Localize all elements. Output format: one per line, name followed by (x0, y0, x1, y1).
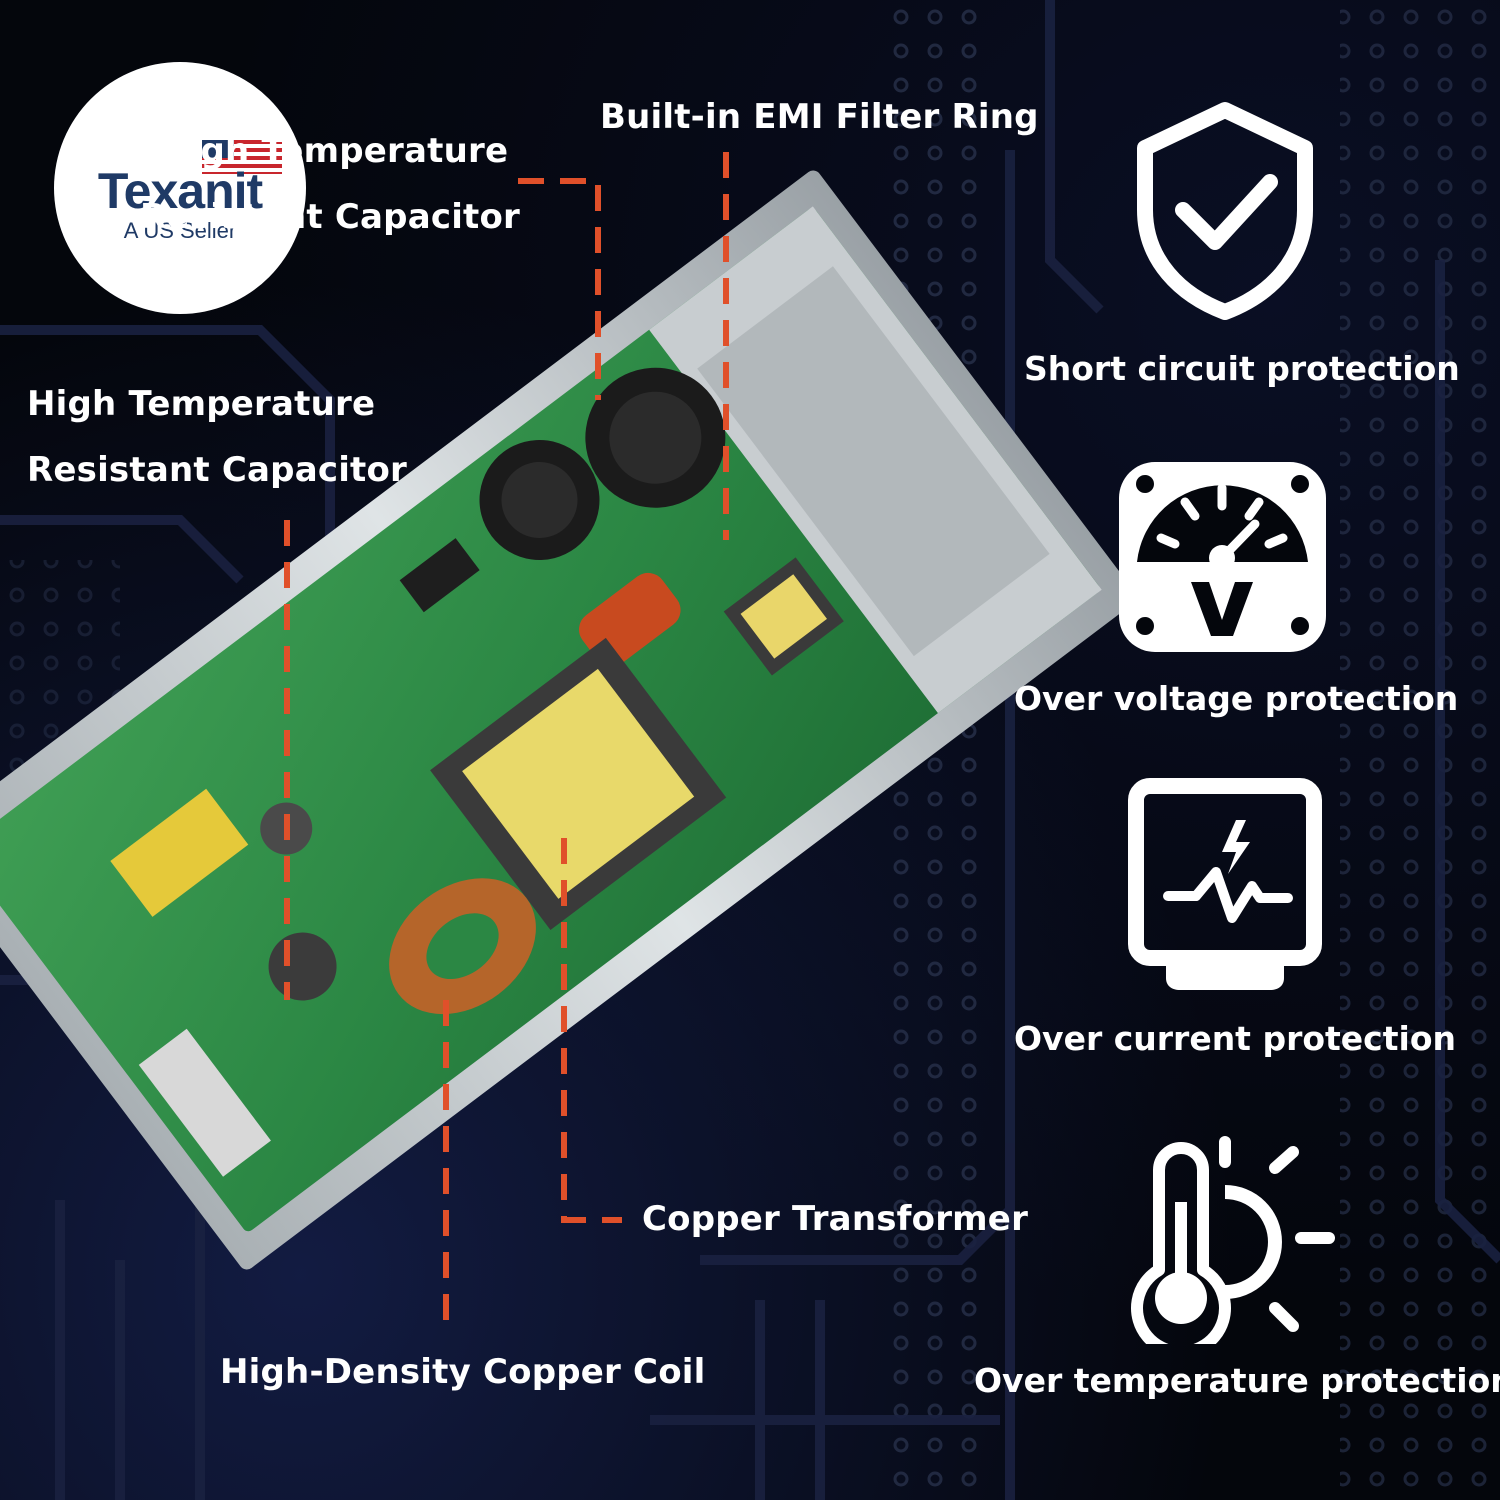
copper-coil-label: High-Density Copper Coil (220, 1352, 706, 1392)
brand-logo: Texanit A US Seller (54, 62, 306, 314)
emi-filter-label: Built-in EMI Filter Ring (600, 97, 1039, 137)
capacitor-top-label-line2: Resistant Capacitor (140, 197, 521, 237)
current-monitor-icon (1128, 778, 1322, 990)
thermometer-sun-icon (1131, 1136, 1335, 1344)
feature-label-over-temperature: Over temperature protection (974, 1361, 1500, 1400)
brand-name: Texanit (97, 163, 263, 219)
shield-check-icon (1137, 102, 1313, 320)
capacitor-left-label-line1: High Temperature (27, 384, 376, 424)
feature-label-over-current: Over current protection (1014, 1019, 1456, 1058)
feature-label-over-voltage: Over voltage protection (1014, 679, 1459, 718)
callout-lines (284, 152, 729, 1320)
copper-transformer-label: Copper Transformer (642, 1199, 1029, 1239)
feature-label-short-circuit: Short circuit protection (1024, 349, 1460, 388)
capacitor-left-label-line2: Resistant Capacitor (27, 450, 408, 490)
voltmeter-icon (1119, 462, 1326, 652)
capacitor-top-label-line1: High Temperature (160, 131, 509, 171)
power-supply-board (0, 170, 1137, 1270)
brand-tagline: A US Seller (123, 218, 237, 243)
us-flag-icon (202, 140, 282, 174)
